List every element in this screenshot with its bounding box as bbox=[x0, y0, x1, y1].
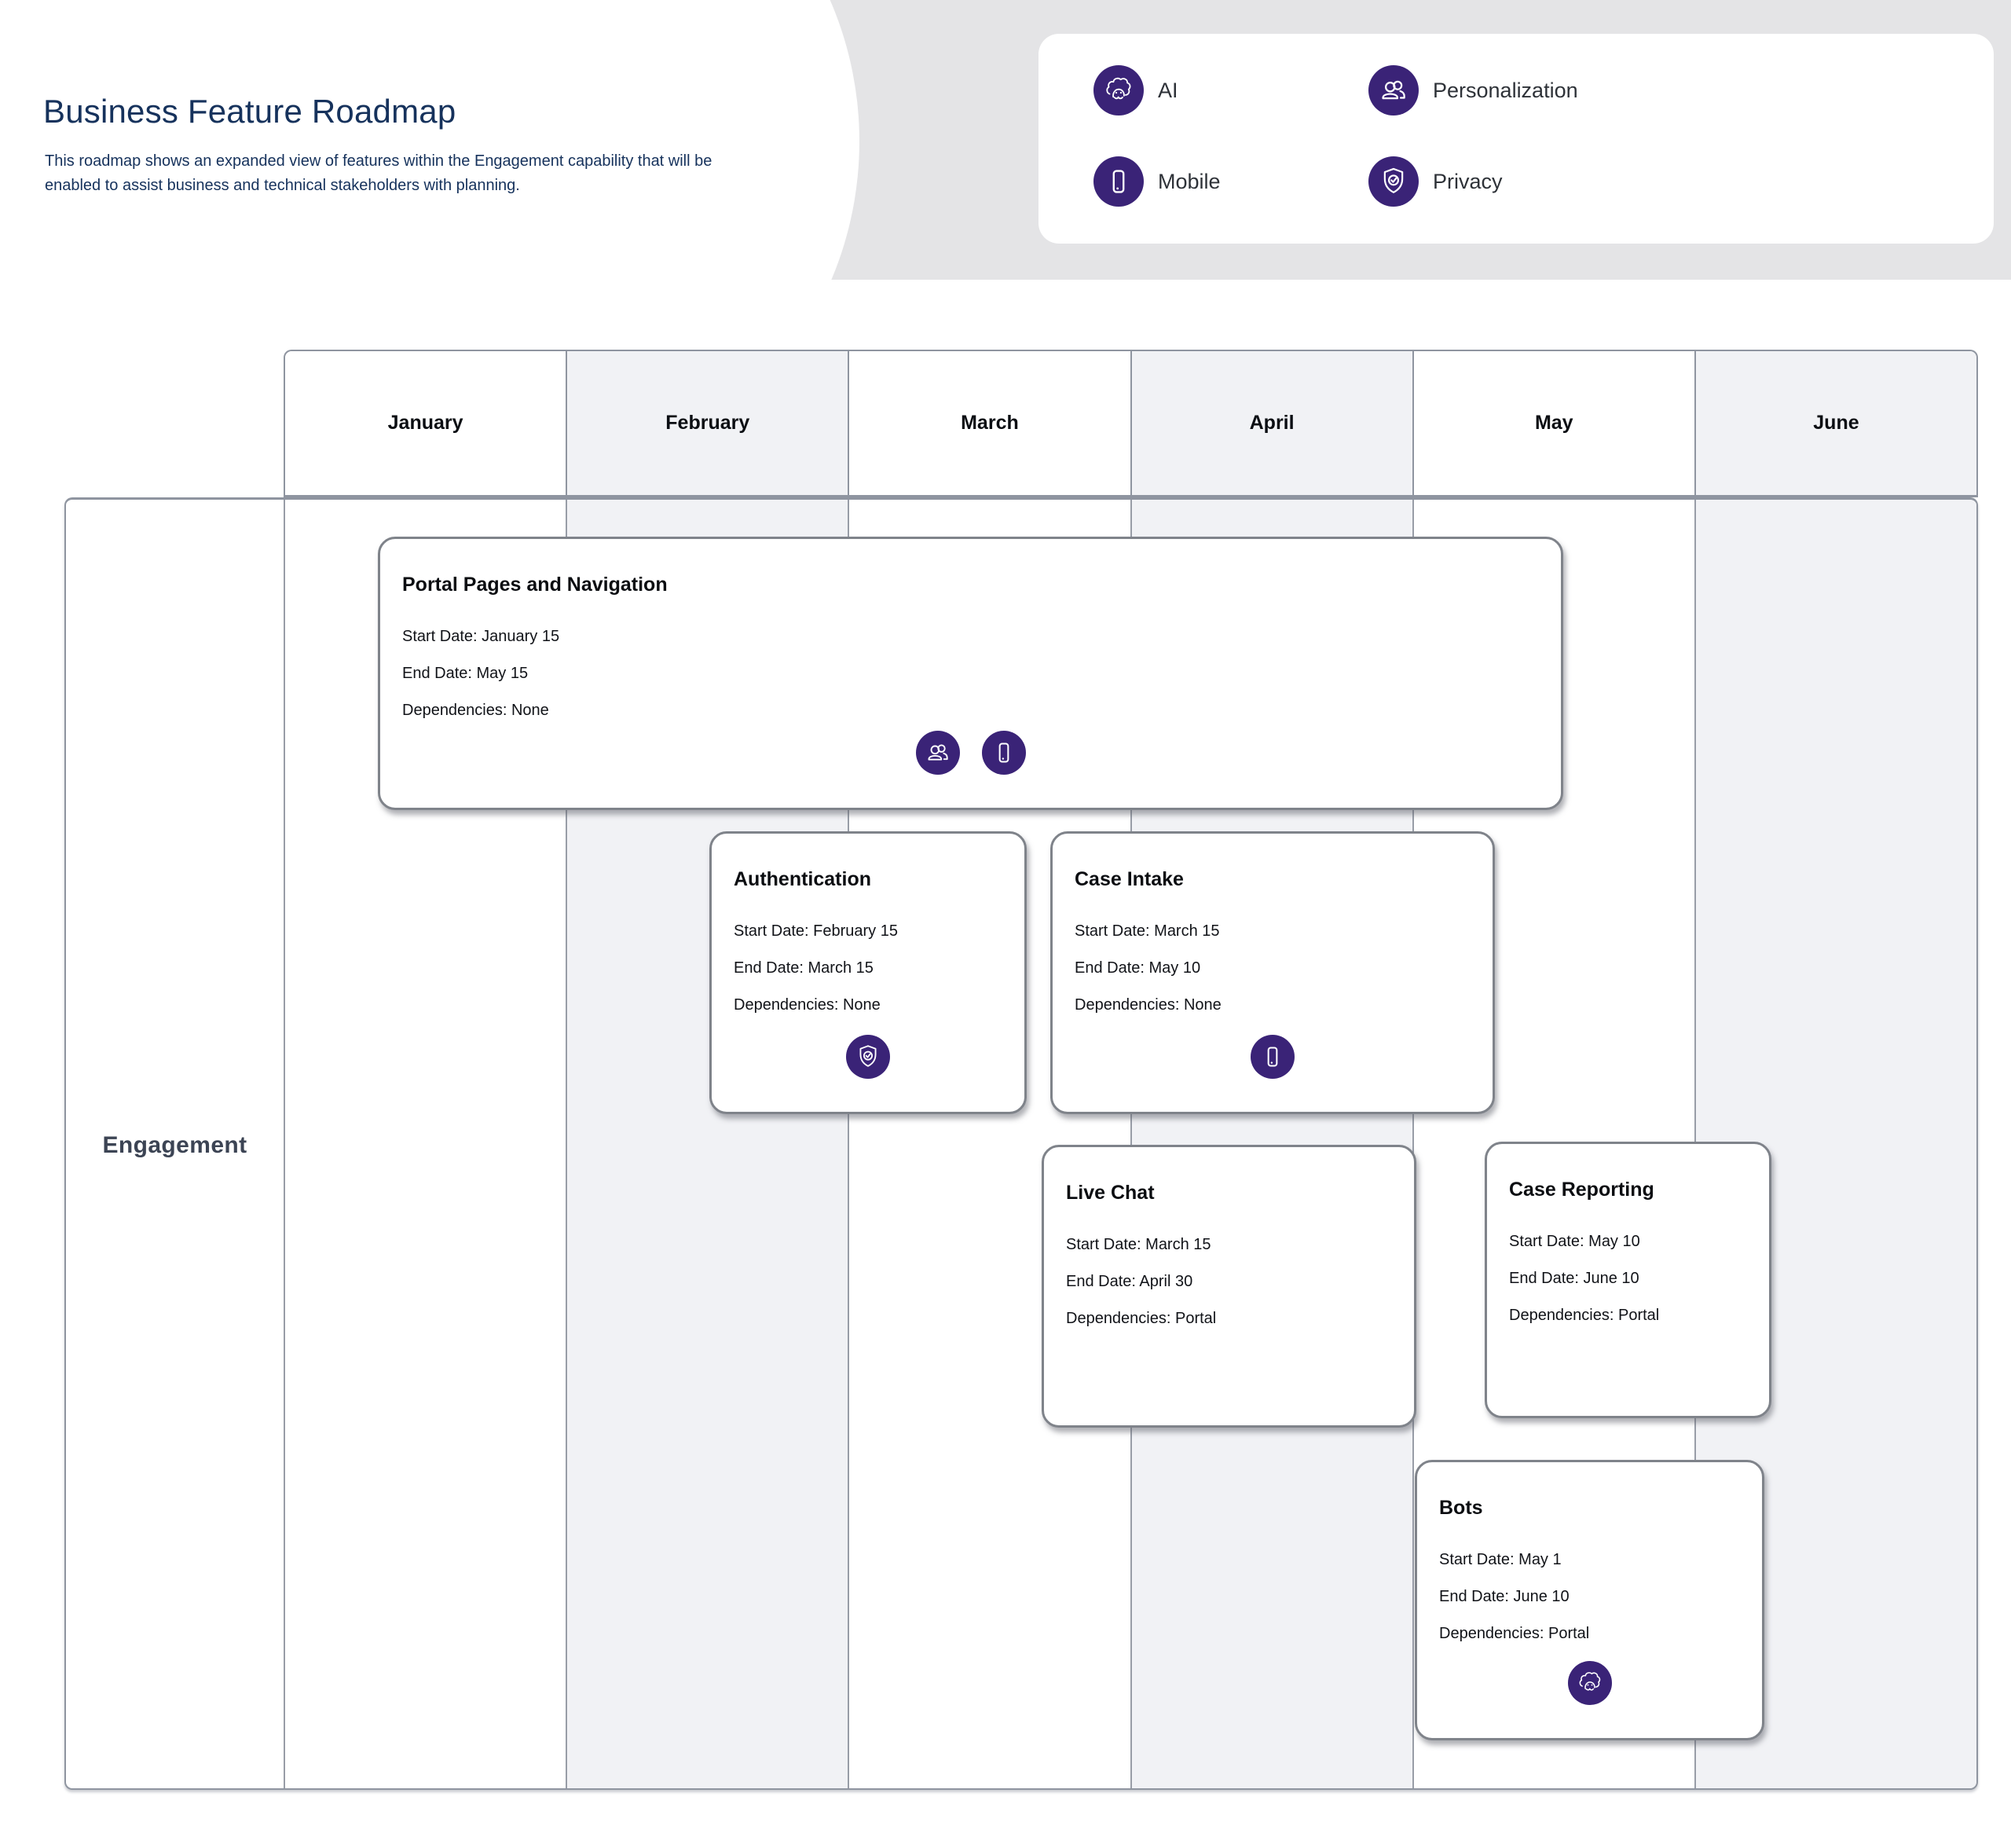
legend-label-mobile: Mobile bbox=[1158, 169, 1221, 193]
card-title: Authentication bbox=[734, 868, 871, 890]
legend-item-personalization: Personalization bbox=[1368, 65, 1994, 116]
card-end-date: End Date: June 10 bbox=[1439, 1588, 1570, 1605]
legend-label-personalization: Personalization bbox=[1433, 78, 1578, 102]
page-subtitle: This roadmap shows an expanded view of f… bbox=[45, 149, 783, 198]
card-end-date: End Date: May 10 bbox=[1075, 959, 1201, 977]
card-start-date: Start Date: February 15 bbox=[734, 922, 898, 940]
feature-card-live-chat: Live Chat Start Date: March 15 End Date:… bbox=[1042, 1145, 1416, 1428]
card-title: Live Chat bbox=[1066, 1182, 1155, 1204]
month-cell-may: May bbox=[1412, 351, 1694, 495]
page-title: Business Feature Roadmap bbox=[43, 93, 456, 130]
swimlane-label-engagement: Engagement bbox=[102, 1132, 247, 1158]
month-cell-january: January bbox=[285, 351, 566, 495]
personalization-icon bbox=[915, 731, 960, 775]
card-icon-row bbox=[1053, 1035, 1493, 1079]
privacy-icon bbox=[846, 1035, 890, 1079]
card-dependencies: Dependencies: Portal bbox=[1509, 1307, 1660, 1324]
swimlane-label-column: Engagement bbox=[66, 500, 284, 1788]
month-label: March bbox=[961, 412, 1019, 434]
legend-item-mobile: Mobile bbox=[1093, 156, 1368, 207]
card-icon-row bbox=[1417, 1661, 1762, 1705]
feature-card-portal-pages-and-navigation: Portal Pages and Navigation Start Date: … bbox=[378, 537, 1563, 810]
privacy-icon bbox=[1368, 156, 1419, 207]
month-label: May bbox=[1534, 412, 1573, 434]
mobile-icon bbox=[981, 731, 1026, 775]
page-subtitle-line1: This roadmap shows an expanded view of f… bbox=[45, 152, 712, 170]
card-title: Portal Pages and Navigation bbox=[402, 574, 668, 596]
card-title: Case Reporting bbox=[1509, 1179, 1654, 1201]
month-label: February bbox=[665, 412, 750, 434]
card-end-date: End Date: March 15 bbox=[734, 959, 874, 977]
card-start-date: Start Date: May 10 bbox=[1509, 1233, 1640, 1250]
page-subtitle-line2: enabled to assist business and technical… bbox=[45, 177, 520, 194]
feature-card-bots: Bots Start Date: May 1 End Date: June 10… bbox=[1415, 1460, 1764, 1740]
legend-card: AI Personalization Mobile Privacy bbox=[1038, 34, 1994, 244]
month-cell-february: February bbox=[566, 351, 848, 495]
card-start-date: Start Date: March 15 bbox=[1075, 922, 1220, 940]
card-title: Bots bbox=[1439, 1497, 1483, 1519]
card-dependencies: Dependencies: None bbox=[402, 702, 549, 719]
legend-item-ai: AI bbox=[1093, 65, 1368, 116]
card-icon-row bbox=[380, 731, 1561, 775]
feature-card-case-reporting: Case Reporting Start Date: May 10 End Da… bbox=[1485, 1142, 1771, 1418]
mobile-icon bbox=[1093, 156, 1144, 207]
month-cell-april: April bbox=[1130, 351, 1412, 495]
card-dependencies: Dependencies: None bbox=[1075, 996, 1222, 1014]
timeline-month-header: January February March April May June bbox=[284, 350, 1978, 497]
personalization-icon bbox=[1368, 65, 1419, 116]
month-label: June bbox=[1813, 412, 1859, 434]
card-start-date: Start Date: May 1 bbox=[1439, 1551, 1562, 1568]
card-title: Case Intake bbox=[1075, 868, 1184, 890]
feature-card-case-intake: Case Intake Start Date: March 15 End Dat… bbox=[1050, 831, 1495, 1114]
feature-card-authentication: Authentication Start Date: February 15 E… bbox=[709, 831, 1027, 1114]
month-label: January bbox=[387, 412, 463, 434]
card-end-date: End Date: June 10 bbox=[1509, 1270, 1639, 1287]
card-end-date: End Date: April 30 bbox=[1066, 1273, 1193, 1290]
card-dependencies: Dependencies: Portal bbox=[1066, 1310, 1217, 1327]
einstein-ai-icon bbox=[1567, 1661, 1612, 1705]
card-start-date: Start Date: March 15 bbox=[1066, 1236, 1211, 1253]
card-icon-row bbox=[712, 1035, 1024, 1079]
card-dependencies: Dependencies: Portal bbox=[1439, 1625, 1590, 1642]
legend-label-ai: AI bbox=[1158, 78, 1178, 102]
month-label: April bbox=[1249, 412, 1295, 434]
header-band-circle-notch bbox=[487, 0, 859, 280]
einstein-ai-icon bbox=[1093, 65, 1144, 116]
month-cell-june: June bbox=[1694, 351, 1977, 495]
month-cell-march: March bbox=[848, 351, 1130, 495]
card-end-date: End Date: May 15 bbox=[402, 665, 529, 682]
mobile-icon bbox=[1251, 1035, 1295, 1079]
card-start-date: Start Date: January 15 bbox=[402, 628, 560, 645]
legend-label-privacy: Privacy bbox=[1433, 169, 1503, 193]
card-dependencies: Dependencies: None bbox=[734, 996, 881, 1014]
legend-item-privacy: Privacy bbox=[1368, 156, 1994, 207]
